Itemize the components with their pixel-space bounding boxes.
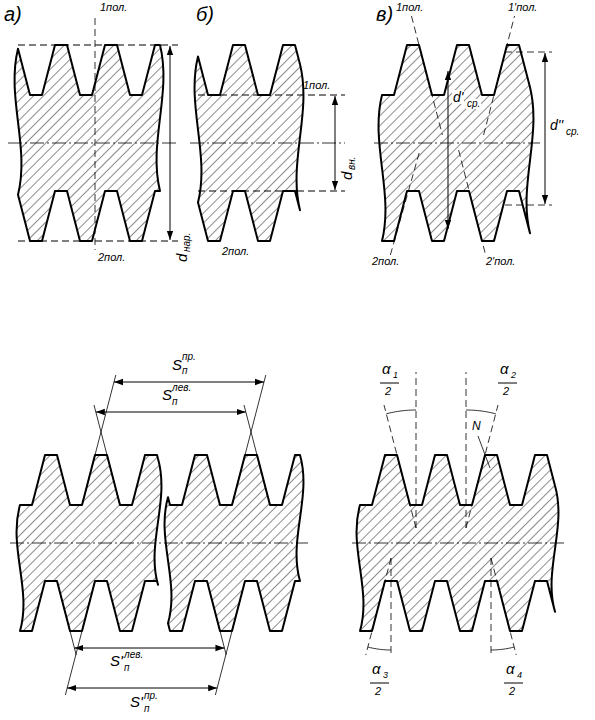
position-label: 2пол. [98,252,125,263]
dimension-subscript: вн. [347,156,357,170]
dimension-line [67,688,217,689]
angle-symbol: α [500,361,509,376]
extension-line [505,205,552,206]
point-label: N [472,420,481,432]
angle-symbol: α [372,661,381,676]
extension-line [82,375,116,505]
dimension-line [74,648,224,649]
extension-line [244,405,270,505]
axis-line [374,143,540,144]
extension-line [198,191,345,192]
dimension-subscript: нар. [182,233,192,252]
dimension-subscript: п [182,366,188,376]
extension-line [232,375,266,505]
dimension-line [170,46,171,240]
angle-arc [491,647,514,650]
dimension-line [545,53,546,204]
angle-subscript: 2 [511,371,516,380]
dimension-symbol: d' [452,90,464,104]
extension-line [94,405,120,505]
dimension-subscript: п [144,704,150,714]
extension-line [215,581,245,695]
angle-line [416,372,417,528]
dimension-symbol: S' [110,653,123,668]
dimension-symbol: d [339,172,354,180]
dimension-line [96,412,246,413]
axis-line [8,143,178,144]
dimension-line [335,96,336,190]
axis-line [352,543,565,544]
dimension-subscript: п [124,663,130,673]
extension-line [18,45,178,46]
dimension-symbol: S [172,357,182,372]
dimension-symbol: S' [130,694,143,709]
position-label: 1пол. [303,80,330,91]
angle-denominator: 2 [503,386,509,397]
fraction-bar [498,383,517,384]
position-label: 1пол. [100,2,127,13]
angle-line [466,405,498,528]
dimension-symbol: d'' [550,118,563,132]
extension-line [18,241,178,242]
dimension-superscript: лев. [124,650,143,660]
figure-letter: в) [376,4,393,24]
fraction-bar [380,383,399,384]
extension-line [207,581,226,655]
angle-subscript: 4 [517,671,522,680]
position-line [484,16,515,135]
dimension-line [448,71,449,229]
axis-line [10,543,308,544]
dimension-subscript: ср. [566,127,579,137]
angle-subscript: 3 [383,671,388,680]
angle-arc [368,647,391,650]
angle-symbol: α [506,661,515,676]
angle-line [366,558,391,655]
axis-line [190,143,345,144]
position-line [390,150,420,255]
position-label: 1пол. [396,2,423,13]
fraction-bar [370,683,389,684]
position-label: 1'пол. [508,2,537,13]
dimension-subscript: ср. [466,99,481,109]
extension-line [198,95,345,96]
dimension-superscript: пр. [144,691,158,701]
dimension-superscript: лев. [172,383,191,393]
angle-line [491,558,516,655]
dimension-superscript: пр. [182,352,196,362]
angle-denominator: 2 [375,686,381,697]
angle-arc [466,410,496,414]
extension-line [57,581,76,655]
angle-line [391,558,392,655]
position-line [411,16,442,135]
angle-symbol: α [382,361,391,376]
position-label: 2'пол. [486,256,515,267]
extension-line [505,52,552,53]
leader-line [478,436,490,468]
angle-line [384,405,416,528]
dimension-subscript: п [172,397,178,407]
figure-letter: а) [4,4,22,24]
position-label: 2пол. [222,246,249,257]
angle-denominator: 2 [385,386,391,397]
angle-line [491,558,492,655]
angle-subscript: 1 [393,371,398,380]
figure-letter: б) [196,4,214,24]
extension-line [65,581,95,695]
dimension-symbol: S [162,387,172,402]
angle-denominator: 2 [509,686,515,697]
dimension-symbol: d [174,254,189,262]
angle-arc [386,410,416,414]
angle-line [466,372,467,528]
fraction-bar [504,683,523,684]
position-label: 2пол. [372,256,399,267]
position-line [95,18,96,250]
position-line [459,150,486,255]
